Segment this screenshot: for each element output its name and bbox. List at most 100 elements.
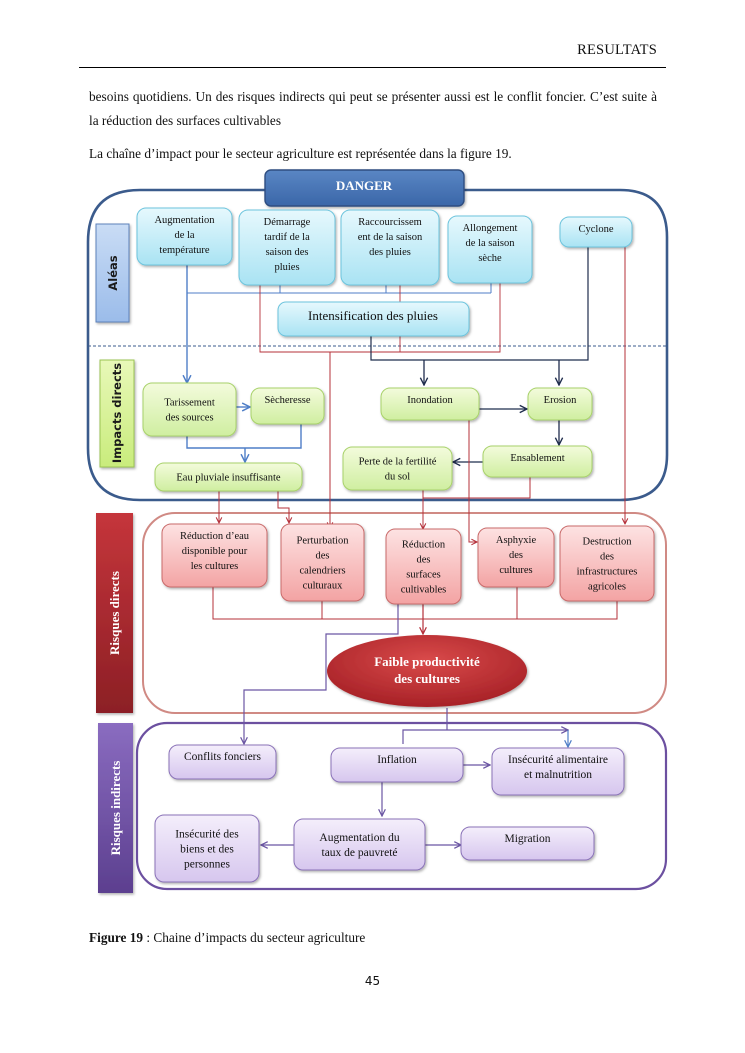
direct-risks-frame	[142, 512, 667, 714]
connector-intensification-bracket	[370, 247, 589, 361]
node-box	[277, 301, 470, 337]
node-label-line: Réduction	[402, 540, 446, 551]
hazard-impact-frame	[86, 188, 669, 502]
side-label-risques-indirects	[98, 723, 133, 893]
node-inflation: Inflation	[330, 747, 464, 783]
node-box	[238, 209, 336, 286]
node-box	[154, 814, 260, 883]
node-label-line: de la	[174, 230, 194, 241]
node-label-line: Raccourcissem	[358, 217, 422, 228]
node-box	[460, 826, 595, 861]
node-label-line: Perturbation	[297, 536, 350, 547]
body-paragraph-1: besoins quotidiens. Un des risques indir…	[89, 89, 657, 128]
node-label-line: calendriers	[299, 566, 345, 577]
indirect-risks-frame	[135, 721, 668, 891]
node-label-line: des	[509, 550, 523, 561]
node-label-line: Inondation	[407, 395, 453, 406]
connector-red-aleas-bracket	[259, 283, 501, 353]
connector-tarissement-eau	[186, 424, 302, 449]
node-box	[136, 207, 233, 266]
node-label-line: Asphyxie	[496, 535, 537, 546]
node-perturbation: Perturbation des calendriers culturaux	[280, 523, 365, 602]
node-label-line: Augmentation du	[319, 832, 399, 844]
node-migration: Migration	[460, 826, 595, 861]
node-label-line: Augmentation	[154, 215, 215, 226]
connector-inondation-asphyxie	[468, 420, 477, 542]
node-pauvrete: Augmentation du taux de pauvreté	[293, 818, 426, 871]
node-label-line: Cyclone	[579, 224, 614, 235]
node-label-line: pluies	[274, 262, 299, 273]
node-box	[447, 215, 533, 284]
connector-surfaces-conflits	[244, 604, 399, 744]
node-label-line: des pluies	[369, 247, 411, 258]
node-raccourcissement: Raccourcissem ent de la saison des pluies	[340, 209, 440, 286]
node-label-line: des	[316, 551, 330, 562]
side-label-aleas-text: Aléas	[106, 255, 120, 290]
node-ensablement: Ensablement	[482, 445, 593, 478]
node-box	[342, 446, 453, 491]
faible-productivite-node	[327, 635, 527, 707]
diagram-nodes: Augmentation de la température Démarrage tar…	[136, 207, 655, 883]
node-label-line: Démarrage	[264, 217, 311, 228]
side-label-risques-directs	[96, 513, 133, 713]
node-box	[482, 445, 593, 478]
connector-fertilite-ensablement-surfaces	[423, 475, 531, 499]
danger-label: DANGER	[336, 178, 393, 193]
connector-productivite-bracket	[402, 730, 568, 744]
node-label-line: culturaux	[303, 581, 343, 592]
node-label-line: Sècheresse	[264, 395, 310, 406]
side-label-aleas	[95, 223, 130, 323]
node-label-line: Destruction	[583, 537, 633, 548]
node-label-line: de la saison	[466, 238, 516, 249]
connector-eau-perturbation	[277, 490, 289, 523]
node-box	[491, 747, 625, 796]
node-label-line: sèche	[478, 253, 502, 264]
node-box	[477, 527, 555, 588]
node-label-line: Migration	[505, 833, 551, 845]
node-tarissement: Tarissement des sources	[142, 382, 237, 437]
node-label-line: surfaces	[406, 570, 440, 581]
node-box	[280, 523, 365, 602]
side-label-risques-directs-text: Risques directs	[107, 571, 122, 655]
node-label-line: Ensablement	[510, 453, 564, 464]
node-box	[293, 818, 426, 871]
node-label-line: Inflation	[377, 754, 417, 766]
node-label-line: des	[600, 552, 614, 563]
node-box	[154, 462, 303, 492]
node-label-line: Conflits fonciers	[184, 751, 261, 763]
node-label-line: température	[159, 245, 209, 256]
node-label-line: Tarissement	[164, 398, 215, 409]
page-number: 45	[364, 974, 381, 988]
intensification-label: Intensification des pluies	[308, 308, 438, 323]
node-label-line: et malnutrition	[524, 769, 592, 781]
node-box	[559, 216, 633, 248]
node-label-line: cultivables	[401, 585, 447, 596]
faible-productivite-line-1: Faible productivité	[374, 654, 480, 669]
node-box	[250, 387, 325, 425]
node-asphyxie: Asphyxie des cultures	[477, 527, 555, 588]
figure-caption-text: : Chaine d’impacts du secteur agricultur…	[143, 930, 366, 945]
node-box	[559, 525, 655, 602]
body-paragraph-2: La chaîne d’impact pour le secteur agric…	[89, 146, 512, 161]
node-label-line: cultures	[499, 565, 532, 576]
node-label-line: Réduction d’eau	[180, 531, 250, 542]
node-insecurite-alim: Insécurité alimentaire et malnutrition	[491, 747, 625, 796]
side-label-impacts-directs-text: Impacts directs	[110, 363, 124, 463]
node-label-line: ent de la saison	[358, 232, 423, 243]
running-header: RESULTATS	[577, 42, 657, 58]
node-label-line: taux de pauvreté	[322, 847, 398, 859]
node-label-line: les cultures	[191, 561, 239, 572]
node-label-line: des sources	[165, 413, 213, 424]
connector-risques-bracket	[212, 586, 618, 620]
figure-caption: Figure 19 : Chaine d’impacts du secteur …	[89, 930, 365, 946]
node-cyclone: Cyclone	[559, 216, 633, 248]
node-intensification: Intensification des pluies	[277, 301, 470, 337]
side-label-impacts-directs	[99, 359, 135, 468]
node-label-line: Insécurité alimentaire	[508, 754, 608, 766]
node-label-line: tardif de la	[264, 232, 310, 243]
node-box	[161, 523, 268, 588]
